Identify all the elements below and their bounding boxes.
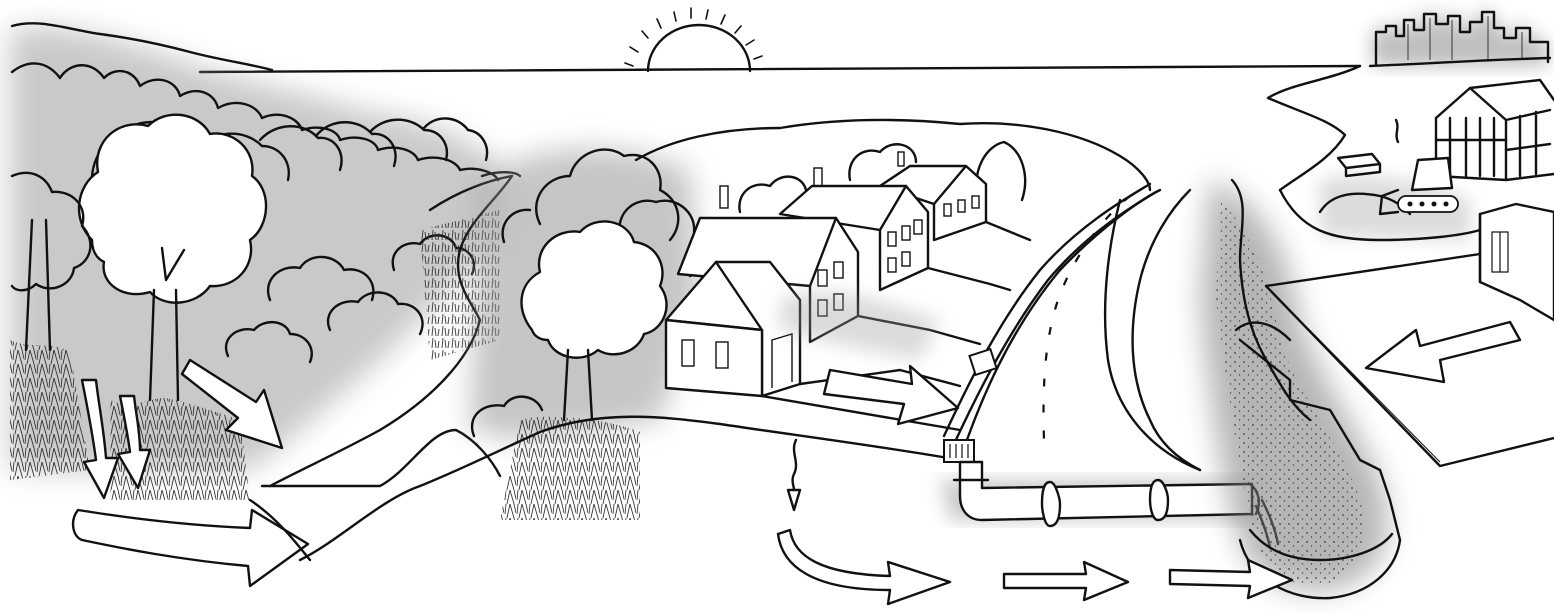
storm-drain-icon [944,440,974,462]
residential-neighborhood [666,142,1030,430]
hillside-infiltration-squiggle [793,440,796,494]
storm-drain-icon [969,349,996,375]
sun-icon [625,8,762,71]
hillside-infiltration-arrow [788,490,800,510]
road-with-storm-drains [944,184,1200,470]
forest-groundwater-arrow [73,510,308,586]
parking-lot-runoff-arrow [1366,322,1520,382]
horizon-line [200,66,1360,72]
lawn-runoff-arrow [824,366,958,424]
stream-channel [1200,180,1400,598]
groundwater-to-stream-arrow [1004,562,1128,600]
city-skyline [1372,10,1548,66]
groundwater-to-stream-arrow [778,530,950,604]
